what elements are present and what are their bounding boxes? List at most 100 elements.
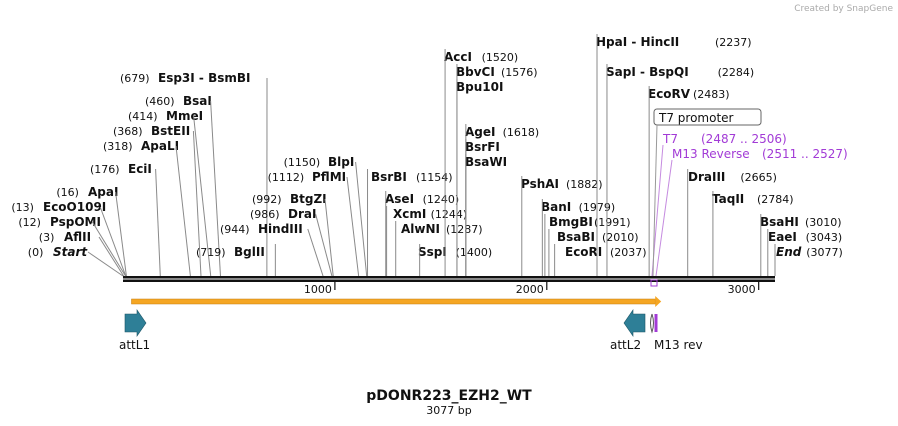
site-name-bsawi: BsaWI xyxy=(465,155,507,169)
site-leader xyxy=(175,145,191,277)
site-sspi[interactable]: SspI(1400) xyxy=(418,244,492,276)
site-position-xcmi: (1244) xyxy=(431,208,468,221)
site-hindiii[interactable]: (944) HindIII xyxy=(220,222,324,277)
site-position-asei: (1240) xyxy=(423,193,460,206)
site-name-asei: AseI xyxy=(385,192,414,206)
site-name-bpu10i: Bpu10I xyxy=(456,80,503,94)
site-name-bsai: BsaI xyxy=(183,94,212,108)
site-position-apai: (16) xyxy=(56,186,79,199)
m13-rev-label: M13 rev xyxy=(654,338,703,352)
site-name-bsrfi: BsrFI xyxy=(465,140,500,154)
site-position-aflii: (3) xyxy=(39,231,55,244)
attl2-label: attL2 xyxy=(610,338,641,352)
site-name-pflmi: PflMI xyxy=(312,170,346,184)
site-pshai[interactable]: PshAI(1882) xyxy=(521,176,603,276)
site-position-bglii: (719) xyxy=(196,246,226,259)
site-position-bsabi: (2010) xyxy=(602,231,639,244)
site-position-blpi: (1150) xyxy=(284,156,321,169)
site-leader xyxy=(155,168,161,277)
site-ecii[interactable]: (176)EciI xyxy=(90,162,161,277)
t7-primer-range: (2487 .. 2506) xyxy=(701,132,787,146)
site-acci[interactable]: AccI(1520) xyxy=(444,49,518,276)
site-name-ecii: EciI xyxy=(128,162,152,176)
site-bmgbi[interactable]: BmgBI(1991) xyxy=(544,214,631,276)
site-pspomi[interactable]: (12)PspOMI xyxy=(18,215,126,277)
site-bglii[interactable]: (719) BglII xyxy=(196,244,276,276)
site-blpi[interactable]: (1150) BlpI xyxy=(284,155,368,277)
site-hpai[interactable]: HpaI - HincII(2237) xyxy=(596,34,752,276)
map-length: 3077 bp xyxy=(426,404,471,417)
site-name-apai: ApaI xyxy=(88,185,118,199)
primer-site-mark xyxy=(650,279,658,287)
site-taqii[interactable]: TaqII(2784) xyxy=(712,191,794,276)
site-leader xyxy=(210,100,221,277)
site-sapi[interactable]: SapI - BspQI(2284) xyxy=(606,64,754,276)
backbone-top xyxy=(123,276,775,279)
site-name-aflii: AflII xyxy=(64,230,91,244)
site-bsrbi[interactable]: BsrBI(1154) xyxy=(367,169,453,276)
attl2-feature[interactable] xyxy=(623,309,646,337)
site-esp3i[interactable]: (679)Esp3I - BsmBI xyxy=(120,71,268,277)
site-apai[interactable]: (16) ApaI xyxy=(56,185,127,277)
site-leader xyxy=(87,251,124,277)
site-name-blpi: BlpI xyxy=(328,155,354,169)
orf-arrow-body[interactable] xyxy=(131,298,656,305)
promoter-leader xyxy=(652,124,658,277)
site-apali[interactable]: (318)ApaLI xyxy=(103,139,191,277)
m13-reverse-primer-range: (2511 .. 2527) xyxy=(762,147,848,161)
site-name-agei: AgeI xyxy=(465,125,495,139)
site-drai[interactable]: (986)DraI xyxy=(250,207,333,277)
site-btgzi[interactable]: (992)BtgZI xyxy=(252,192,334,277)
site-start[interactable]: (0)Start xyxy=(28,245,124,277)
site-name-bbvci: BbvCI xyxy=(456,65,495,79)
site-bsawi[interactable]: BsaWI xyxy=(465,154,507,276)
site-position-hindiii: (944) xyxy=(220,223,250,236)
site-bsai[interactable]: (460)BsaI xyxy=(145,94,221,277)
site-bbvci[interactable]: BbvCI(1576) xyxy=(456,64,538,276)
site-draiii[interactable]: DraIII(2665) xyxy=(687,169,777,276)
site-leader xyxy=(115,191,127,277)
site-xcmi[interactable]: XcmI(1244) xyxy=(386,206,468,276)
site-aflii[interactable]: (3) AflII xyxy=(39,230,125,277)
site-name-sspi: SspI xyxy=(418,245,447,259)
site-name-mmei: MmeI xyxy=(166,109,203,123)
site-bsteii[interactable]: (368)BstEII xyxy=(113,124,202,277)
site-leader xyxy=(324,198,334,277)
m13-rev-feature[interactable] xyxy=(654,314,658,332)
attl1-feature[interactable] xyxy=(124,309,147,337)
map-title: pDONR223_EZH2_WT xyxy=(366,388,532,404)
small-feature xyxy=(650,313,654,334)
site-name-taqii: TaqII xyxy=(712,192,744,206)
site-mmei[interactable]: (414)MmeI xyxy=(128,109,212,277)
site-alwni[interactable]: AlwNI(1287) xyxy=(395,221,483,276)
site-ecori[interactable]: EcoRI(2037) xyxy=(554,244,647,276)
scale-tick-label: 2000 xyxy=(516,283,544,296)
m13-primer-leader xyxy=(655,159,673,277)
t7-promoter-label: T7 promoter xyxy=(658,111,734,125)
site-name-bglii: BglII xyxy=(234,245,265,259)
site-asei[interactable]: AseI (1240) xyxy=(385,191,459,276)
site-ecoo109i[interactable]: (13)EcoO109I xyxy=(11,200,127,277)
site-leader xyxy=(307,228,324,277)
site-bpu10i[interactable]: Bpu10I xyxy=(456,79,503,276)
site-end[interactable]: End(3077) xyxy=(774,244,843,276)
site-position-bsahi: (3010) xyxy=(805,216,842,229)
site-ecorv[interactable]: EcoRV(2483) xyxy=(648,86,730,276)
site-name-bani: BanI xyxy=(541,200,571,214)
site-bsabi[interactable]: BsaBI(2010) xyxy=(548,229,639,276)
site-position-ecori: (2037) xyxy=(610,246,647,259)
site-bsahi[interactable]: BsaHI(3010) xyxy=(760,214,842,276)
site-name-alwni: AlwNI xyxy=(401,222,440,236)
site-eaei[interactable]: EaeI(3043) xyxy=(767,229,842,276)
site-name-bsrbi: BsrBI xyxy=(371,170,407,184)
site-position-pshai: (1882) xyxy=(566,178,603,191)
site-position-pflmi: (1112) xyxy=(268,171,305,184)
site-name-bmgbi: BmgBI xyxy=(549,215,593,229)
site-position-bmgbi: (1991) xyxy=(594,216,631,229)
site-pflmi[interactable]: (1112) PflMI xyxy=(268,170,360,277)
scale-tick-label: 3000 xyxy=(728,283,756,296)
site-position-acci: (1520) xyxy=(482,51,519,64)
site-name-hindiii: HindIII xyxy=(258,222,303,236)
t7-promoter-box[interactable] xyxy=(653,108,762,126)
site-leader xyxy=(355,161,368,277)
